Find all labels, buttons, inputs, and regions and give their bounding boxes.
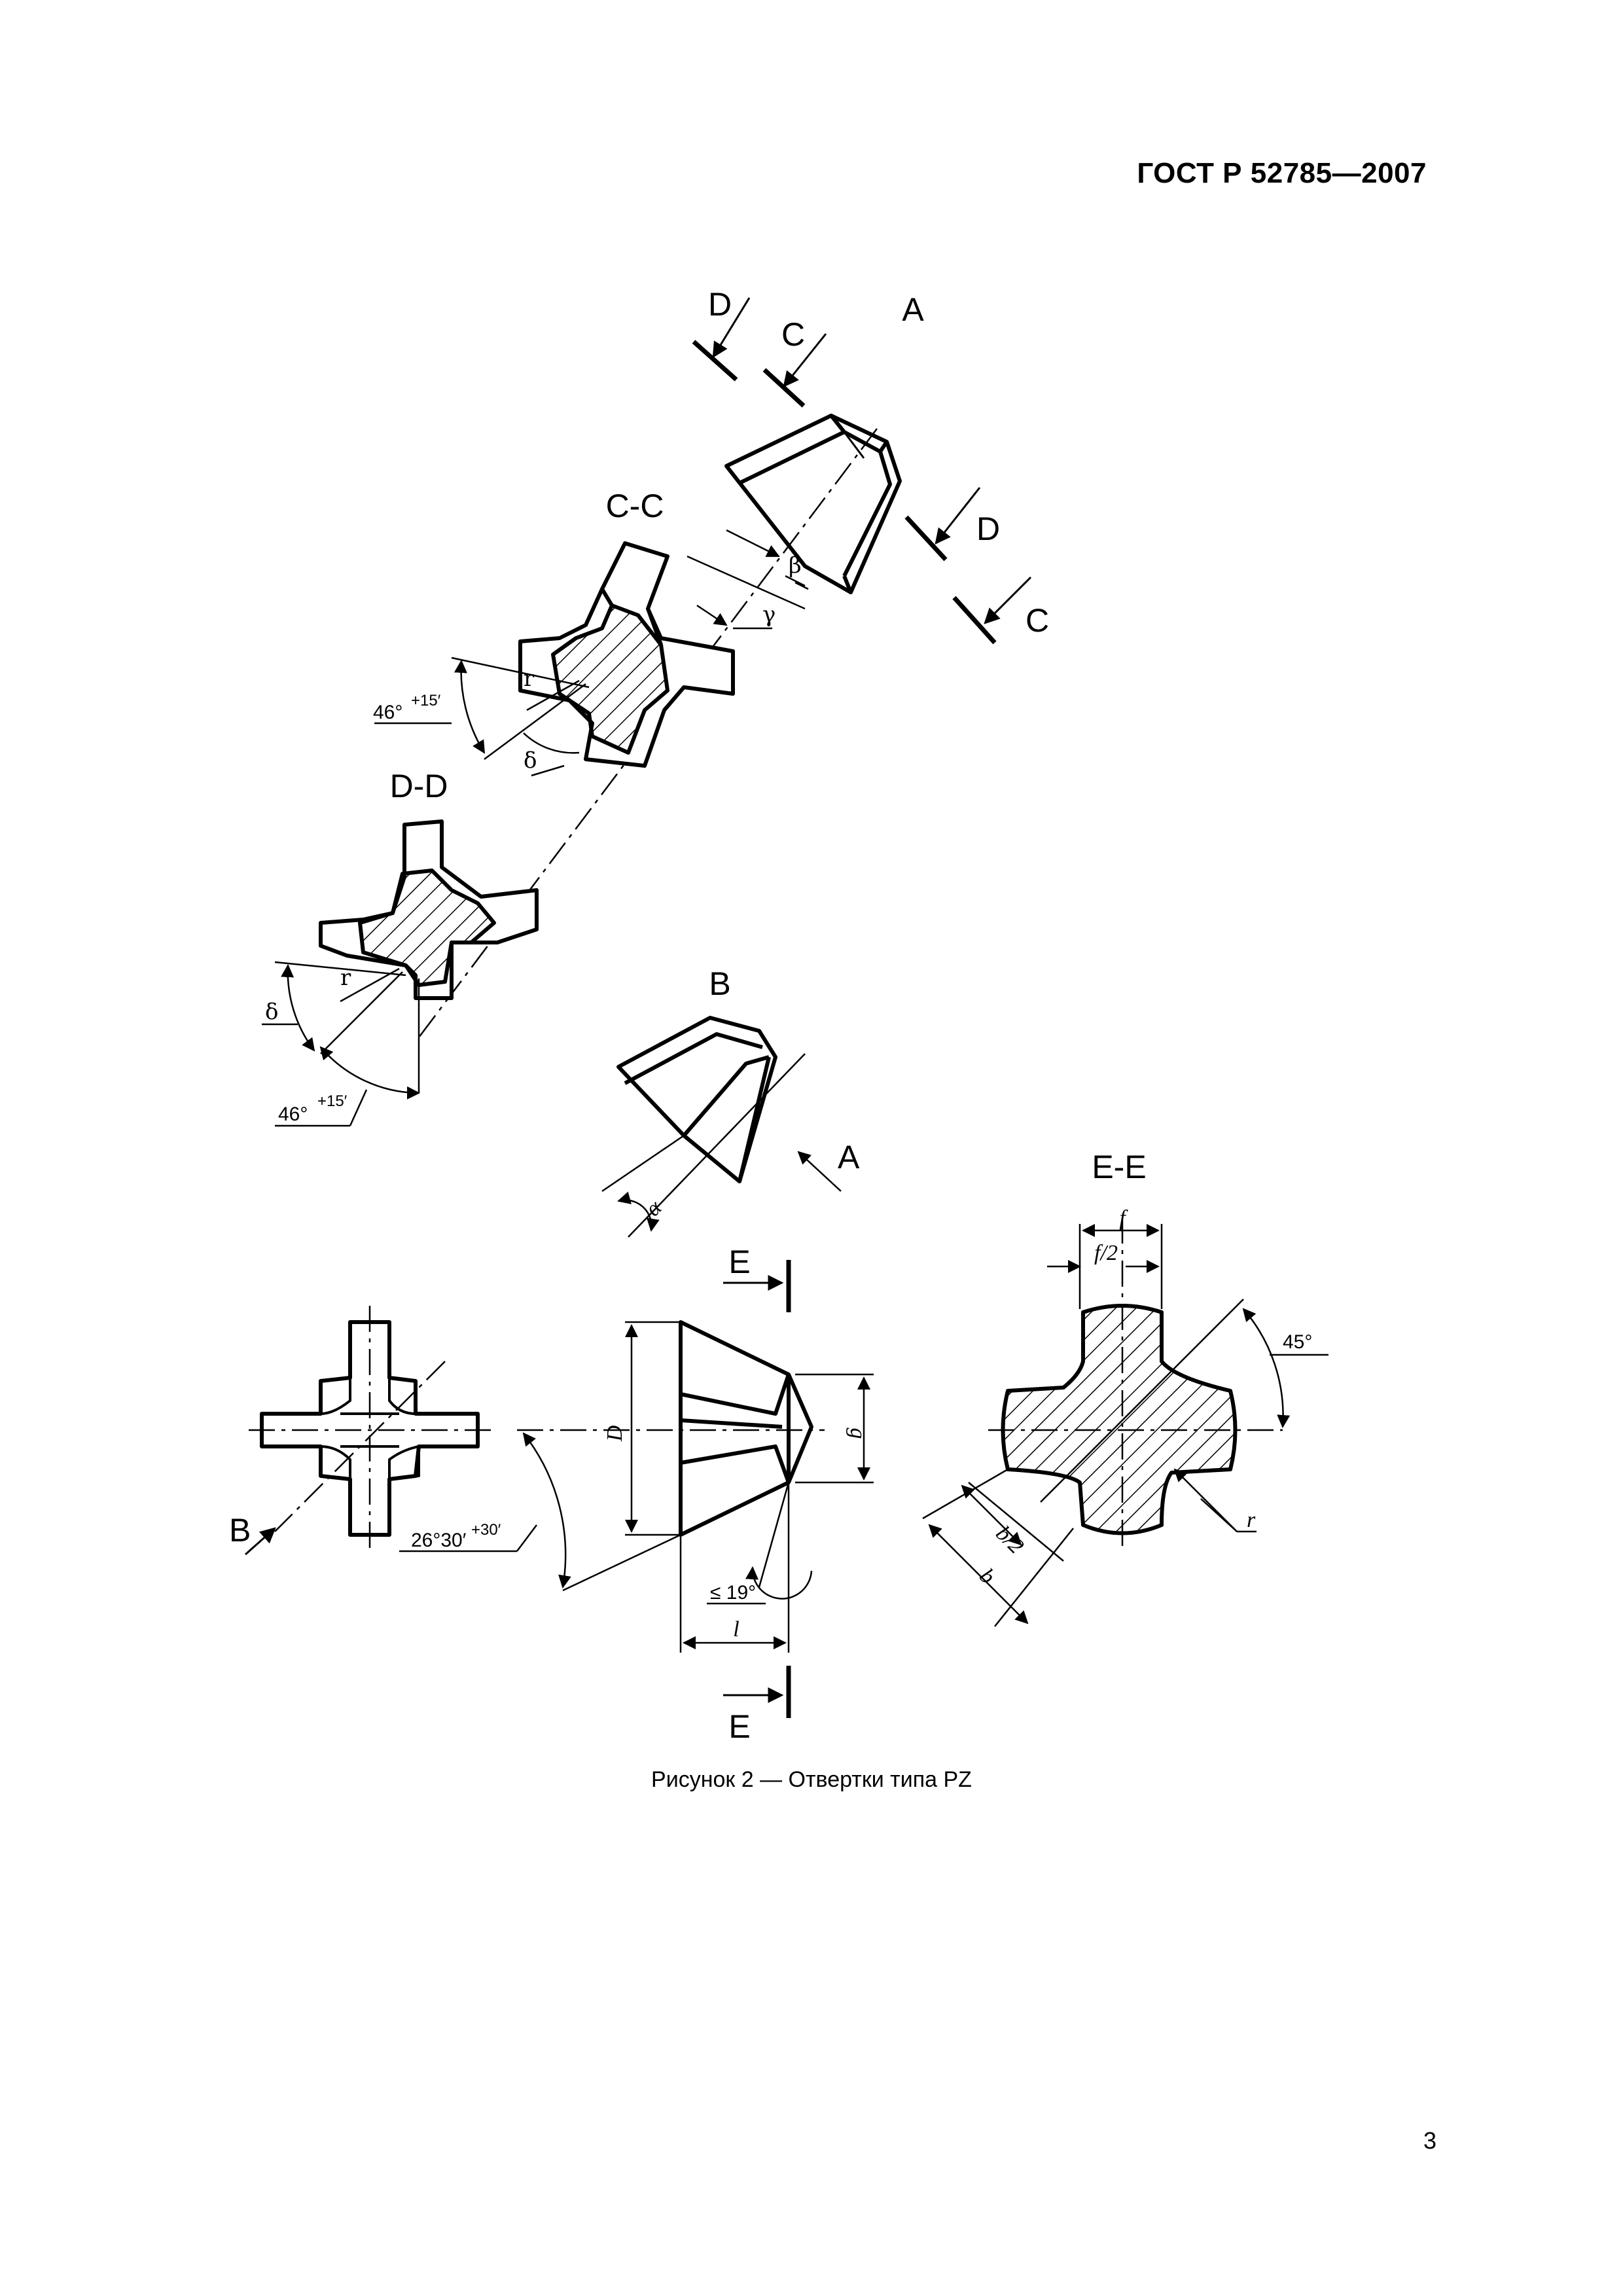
section-dd bbox=[319, 819, 539, 1000]
end-view-centerlines bbox=[249, 1306, 497, 1551]
end-view-b-label: B bbox=[229, 1512, 251, 1549]
section-ee bbox=[1001, 1304, 1238, 1535]
dim-g-label: g bbox=[846, 1428, 870, 1439]
cc-angle-46-tol: +15′ bbox=[411, 692, 441, 709]
dd-delta-label: δ bbox=[265, 999, 278, 1025]
section-cc bbox=[518, 541, 735, 768]
dd-angle-46: 46° bbox=[278, 1103, 308, 1125]
cut-markers-e bbox=[723, 1260, 791, 1718]
dim-l-label: l bbox=[733, 1617, 739, 1641]
side-view-dims bbox=[399, 1321, 874, 1653]
angle-26-tol: +30′ bbox=[471, 1521, 501, 1539]
cc-delta-label: δ bbox=[524, 747, 537, 774]
document-standard-number: ГОСТ Р 52785—2007 bbox=[1137, 157, 1427, 189]
dim-f-label: f bbox=[1119, 1206, 1128, 1230]
section-ee-dims bbox=[922, 1217, 1329, 1627]
section-cc-dims bbox=[374, 529, 809, 777]
cc-beta-label: β bbox=[789, 552, 802, 579]
cut-markers-cd bbox=[692, 297, 1032, 645]
view-a-tip bbox=[724, 414, 902, 594]
section-dd-dims bbox=[262, 961, 420, 1127]
dd-r-label: r bbox=[340, 965, 351, 991]
side-view-tip bbox=[679, 1320, 813, 1537]
view-b-tip bbox=[616, 1016, 777, 1183]
dim-b-label: b bbox=[974, 1564, 999, 1588]
section-cc-label: C-C bbox=[606, 488, 664, 524]
page-number: 3 bbox=[1423, 2127, 1436, 2154]
cc-r-label: r bbox=[524, 666, 535, 692]
view-a-label: A bbox=[902, 291, 924, 328]
dim-d-label: D bbox=[603, 1425, 627, 1442]
section-dd-label: D-D bbox=[390, 768, 448, 804]
cut-label-d-right: D bbox=[976, 511, 1000, 547]
cut-label-c-top: C bbox=[781, 316, 805, 353]
view-b-arrow-a-label: A bbox=[838, 1139, 860, 1175]
view-b-label: B bbox=[709, 965, 730, 1002]
cut-label-c-right: C bbox=[1026, 602, 1049, 639]
dd-angle-46-tol: +15′ bbox=[317, 1092, 348, 1110]
dim-f-half-label: f/2 bbox=[1094, 1241, 1118, 1265]
cut-label-e-top: E bbox=[728, 1244, 750, 1280]
alpha-label: α bbox=[641, 1195, 667, 1221]
ee-r-label: r bbox=[1247, 1508, 1256, 1532]
figure-caption: Рисунок 2 — Отвертки типа PZ bbox=[651, 1767, 972, 1792]
angle-26-label: 26°30′ bbox=[411, 1530, 467, 1551]
section-ee-label: E-E bbox=[1092, 1149, 1146, 1185]
cut-label-d-top: D bbox=[708, 286, 732, 323]
cc-gamma-label: γ bbox=[762, 601, 776, 628]
view-b-dims bbox=[601, 1053, 842, 1238]
cc-angle-46: 46° bbox=[373, 702, 402, 723]
cut-label-e-bottom: E bbox=[728, 1708, 750, 1745]
angle-19-label: ≤ 19° bbox=[710, 1582, 756, 1604]
arrow-b bbox=[245, 1527, 276, 1556]
angle-45-label: 45° bbox=[1283, 1331, 1312, 1353]
